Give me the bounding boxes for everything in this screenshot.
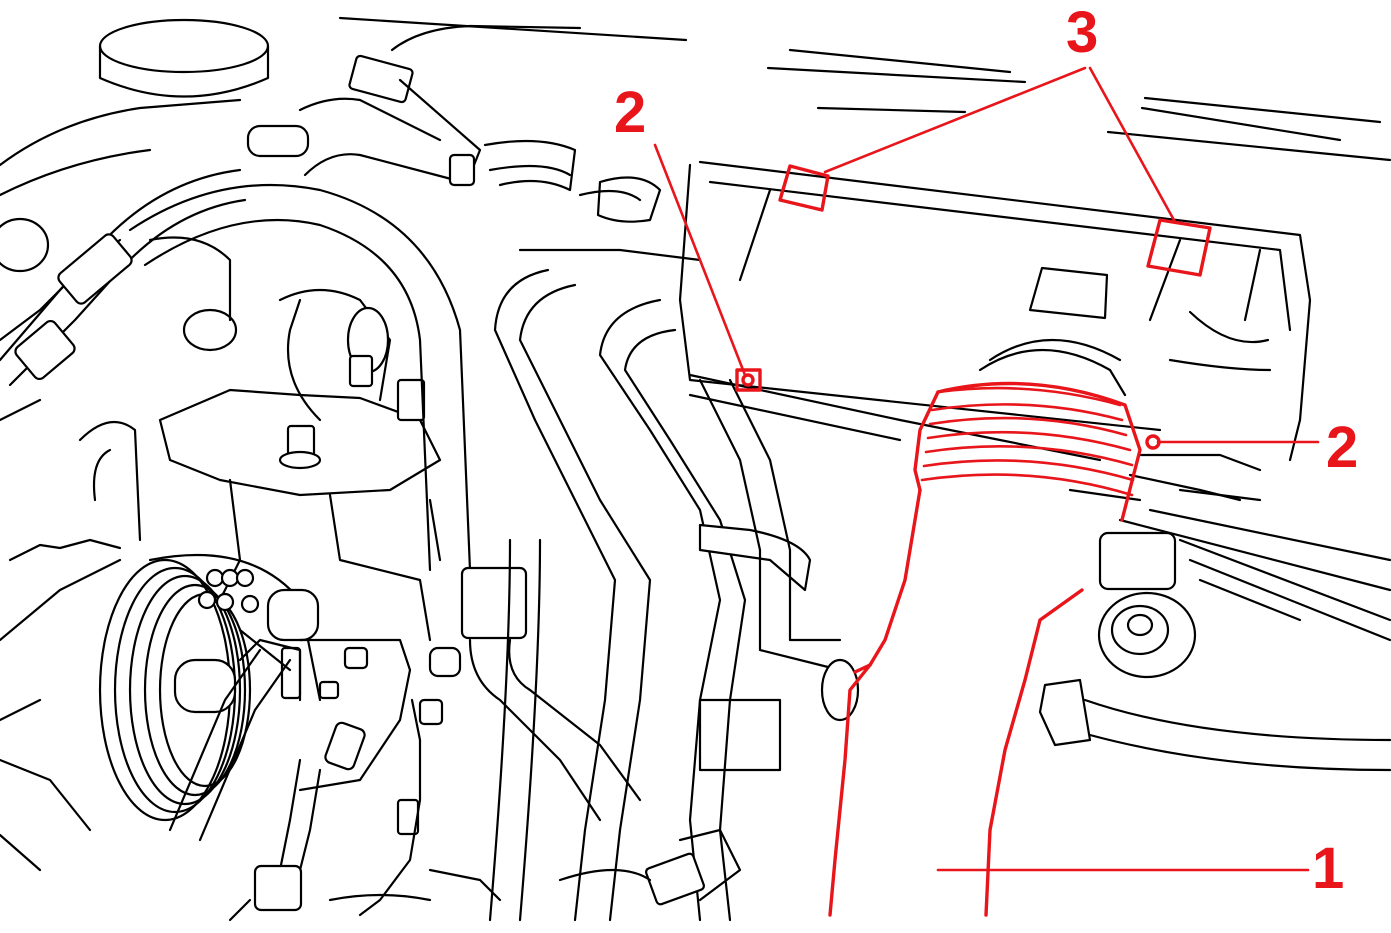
engine-bay-line-art [0, 16, 1391, 922]
heater-hose-long [128, 183, 642, 822]
callout-2-right: 2 [1326, 415, 1358, 480]
left-coolant-hose [0, 168, 247, 387]
top-hose-fittings [246, 54, 577, 192]
air-intake-duct [828, 381, 1142, 917]
callout-3: 3 [1066, 0, 1098, 65]
reservoir-cap [98, 18, 270, 98]
cowl-outline [0, 16, 1391, 197]
valve-cover [518, 160, 1312, 502]
middle-hoses [488, 268, 860, 922]
callout-labels: 2 3 2 1 [614, 0, 1358, 901]
lower-middle-blocks [328, 698, 782, 906]
air-filter-clips [778, 164, 1212, 277]
callout-1: 1 [1312, 836, 1344, 901]
left-body-panel [0, 217, 122, 872]
right-component-group [978, 339, 1391, 772]
bracket-plate [228, 638, 462, 922]
intake-elbow [158, 288, 442, 642]
left-vertical-hose [78, 236, 232, 542]
lower-left-pipe [168, 638, 302, 842]
leader-lines [653, 66, 1320, 872]
callout-2-left: 2 [614, 80, 646, 145]
fitting-cluster [197, 568, 320, 700]
